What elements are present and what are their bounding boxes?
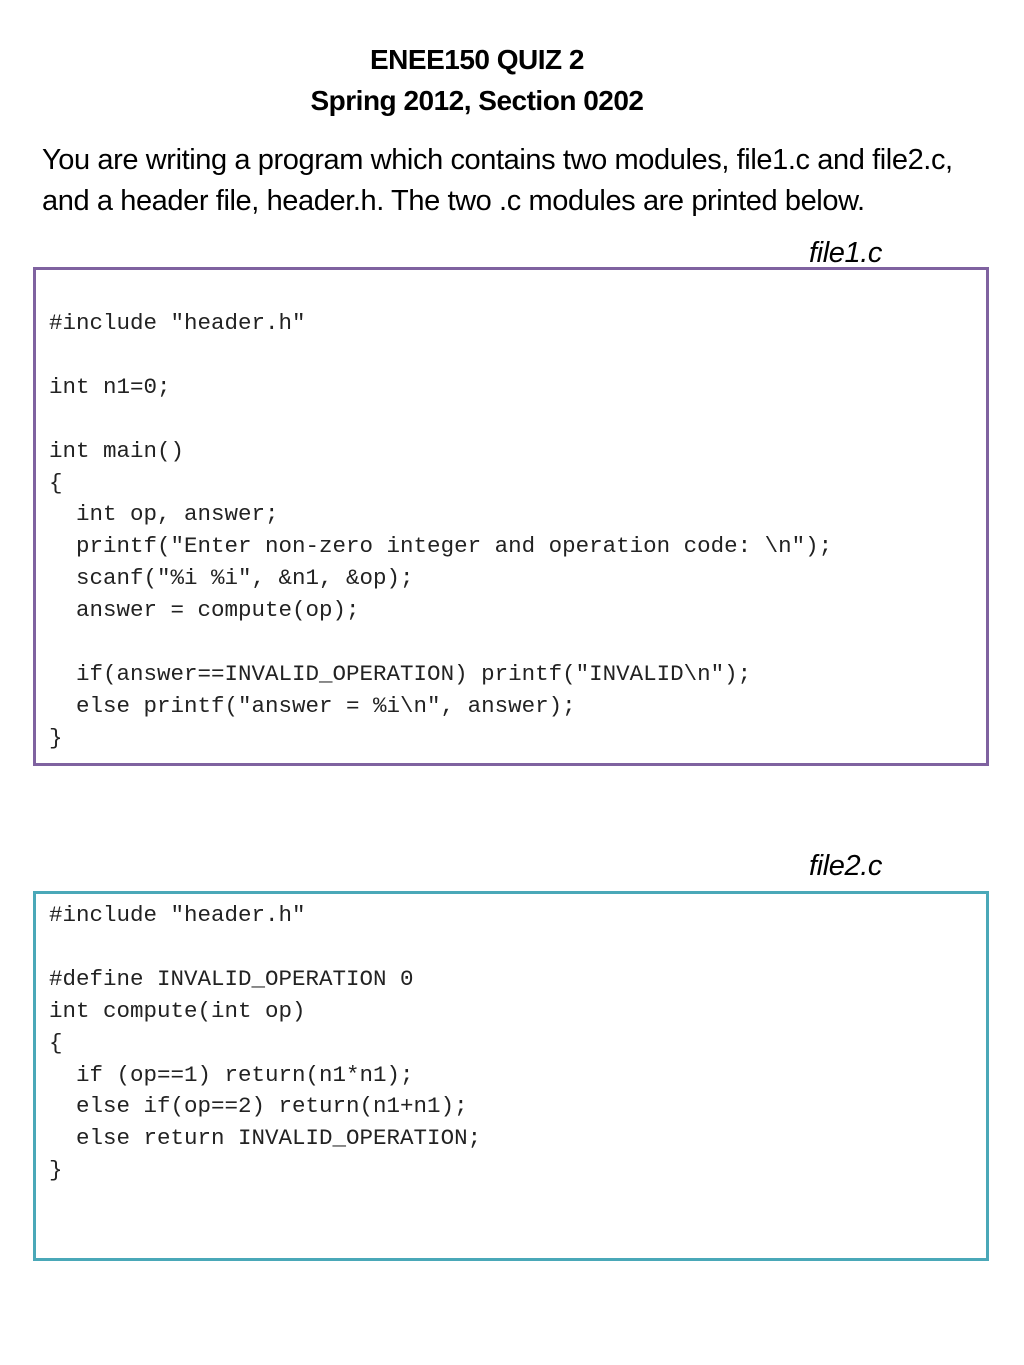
file1-code: #include "header.h" int n1=0; int main()… bbox=[49, 310, 833, 751]
quiz-subtitle: Spring 2012, Section 0202 bbox=[310, 85, 645, 116]
quiz-title: ENEE150 QUIZ 2 bbox=[370, 44, 584, 75]
file1-label: file1.c bbox=[809, 237, 882, 269]
file2-label: file2.c bbox=[809, 850, 882, 882]
file2-code-box: #include "header.h" #define INVALID_OPER… bbox=[33, 891, 989, 1261]
file2-code: #include "header.h" #define INVALID_OPER… bbox=[49, 902, 482, 1184]
intro-paragraph: You are writing a program which contains… bbox=[42, 144, 953, 217]
file1-code-box: #include "header.h" int n1=0; int main()… bbox=[33, 267, 989, 766]
